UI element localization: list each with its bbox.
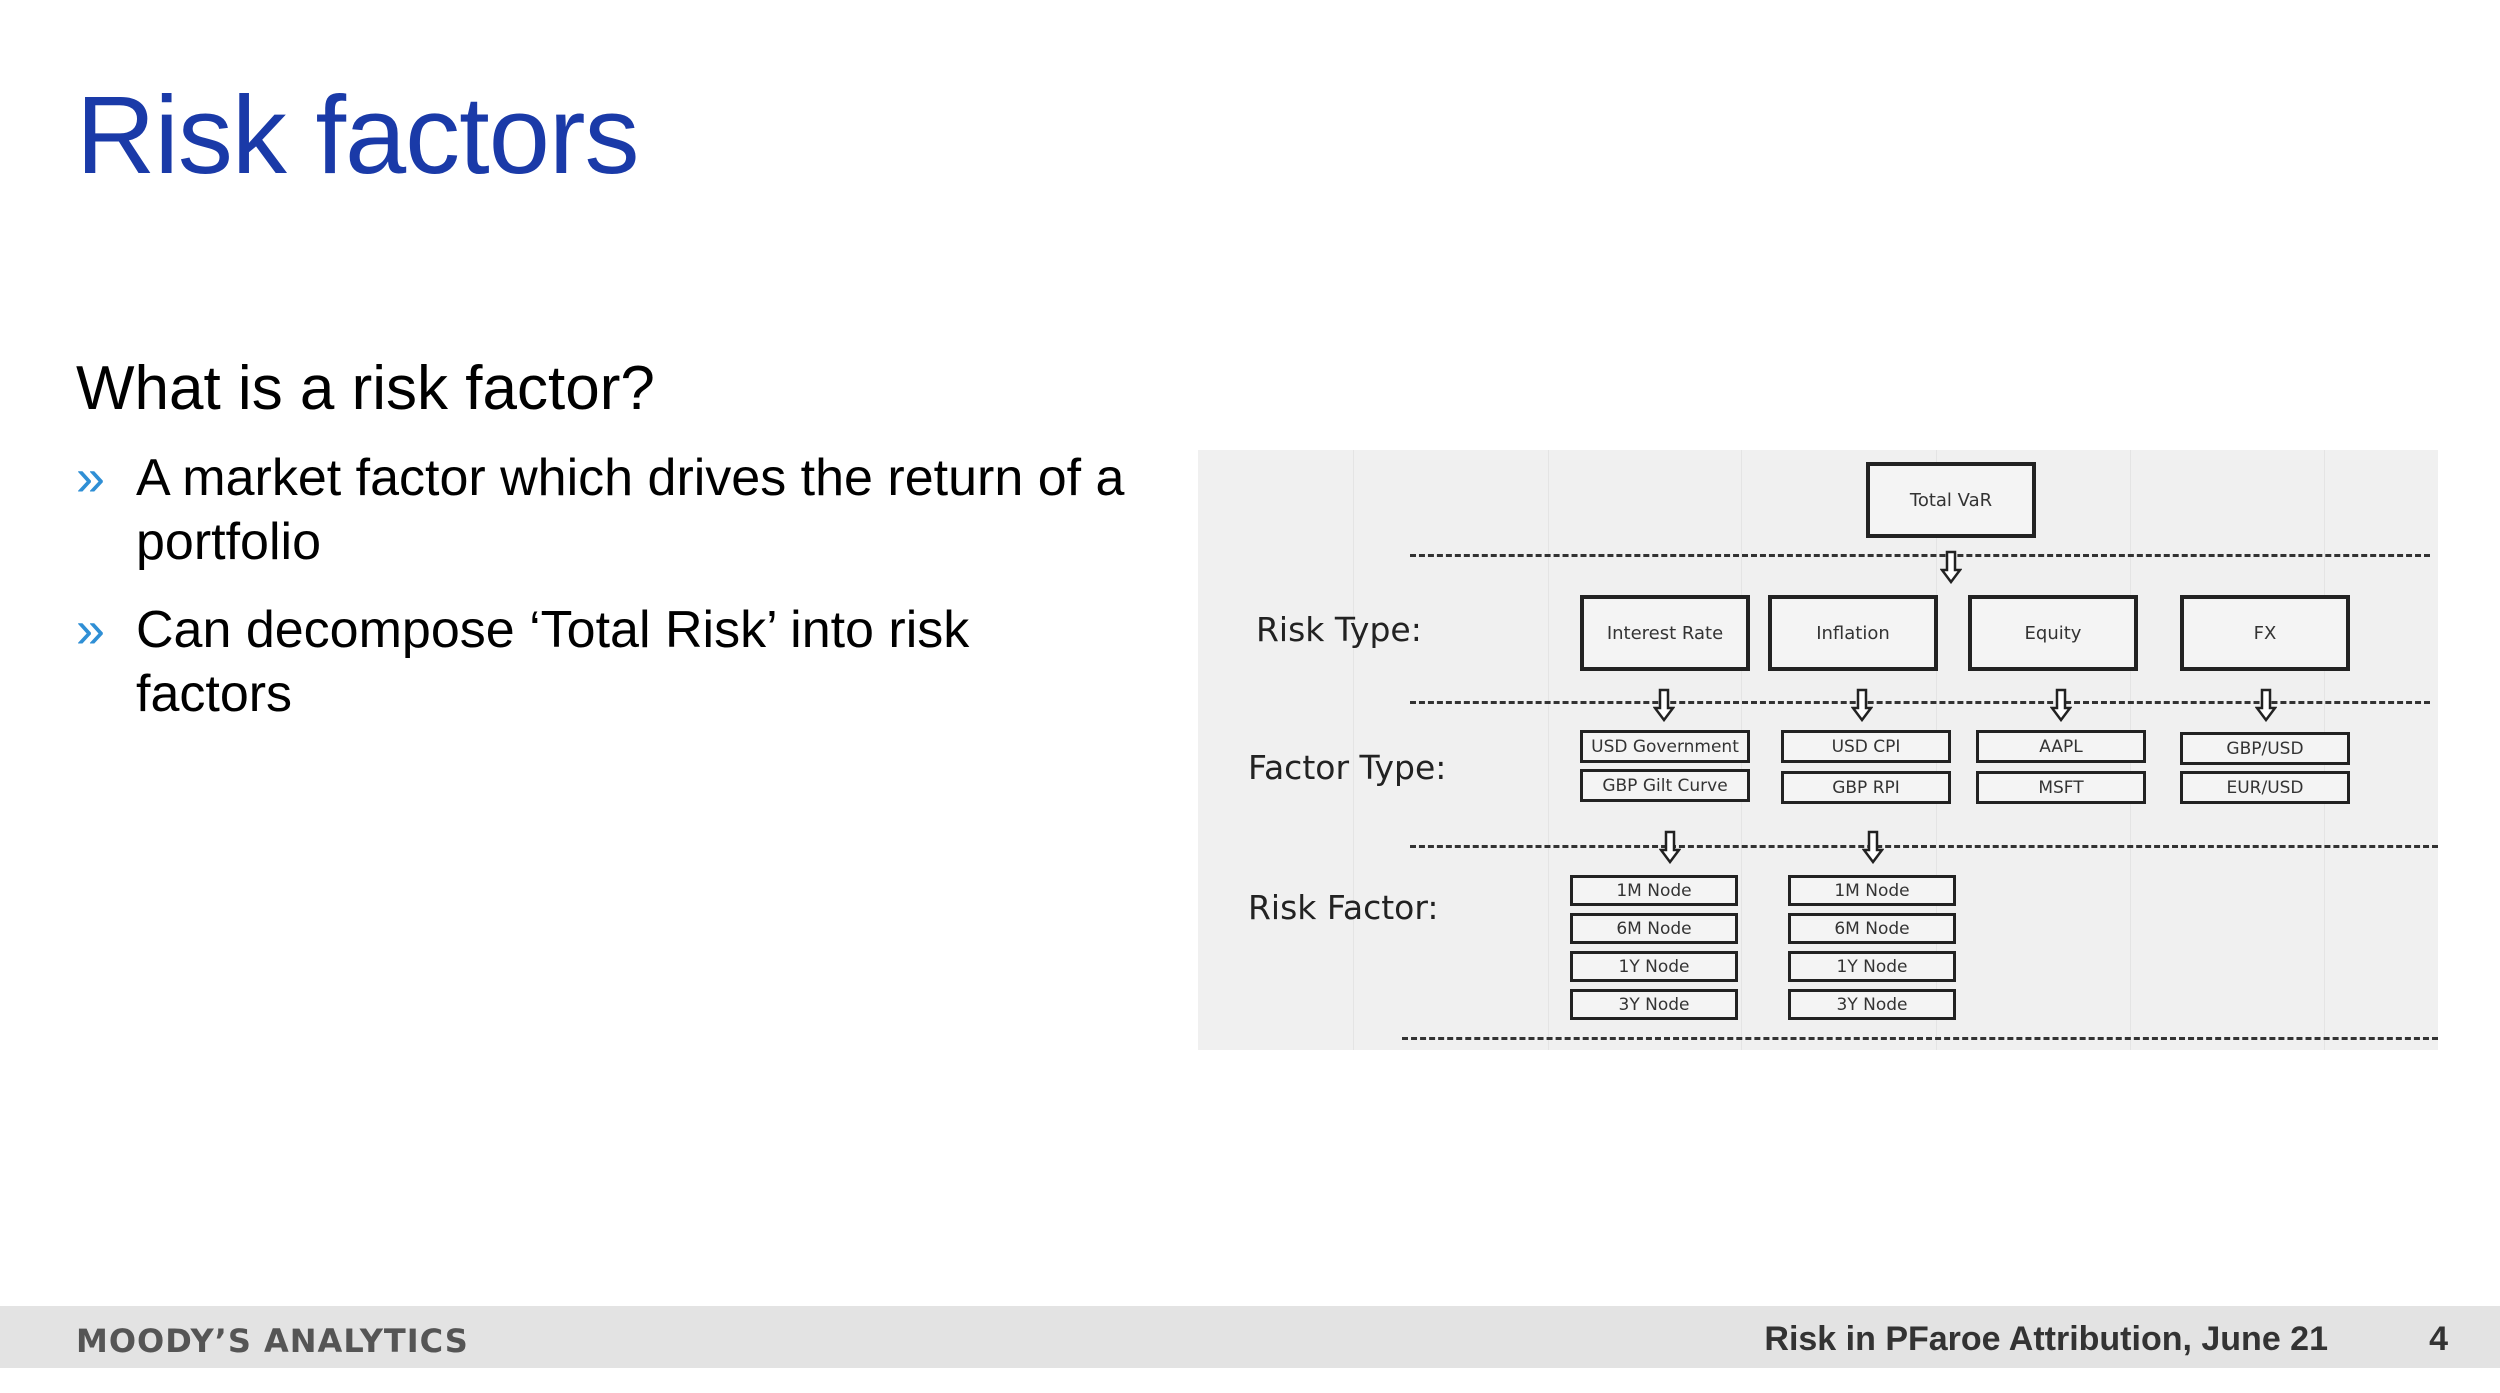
risk-factor-box: 1Y Node (1570, 951, 1738, 982)
risk-type-label: Risk Type: (1256, 610, 1422, 649)
risk-type-box: Equity (1968, 595, 2138, 671)
factor-type-box: USD CPI (1781, 730, 1951, 763)
bullet-line: factors (136, 665, 293, 723)
bullet-line: Can decompose ‘Total Risk’ into risk (136, 601, 970, 659)
arrow-down-icon (2255, 688, 2277, 722)
page-number: 4 (2429, 1320, 2448, 1358)
slide-subtitle: What is a risk factor? (76, 354, 655, 423)
risk-factor-box: 1Y Node (1788, 951, 1956, 982)
bullet-list: » A market factor which drives the retur… (76, 446, 1166, 750)
arrow-down-icon (1653, 688, 1675, 722)
chevron-right-icon: » (76, 601, 105, 659)
factor-type-box: MSFT (1976, 771, 2146, 804)
dashed-separator (1410, 554, 2430, 557)
grid-line (1353, 450, 1354, 1050)
bullet-line: portfolio (136, 513, 321, 571)
risk-type-box: FX (2180, 595, 2350, 671)
bullet-item: » A market factor which drives the retur… (76, 446, 1166, 574)
arrow-down-icon (1862, 830, 1884, 864)
risk-factor-box: 6M Node (1570, 913, 1738, 944)
chevron-right-icon: » (76, 449, 105, 507)
factor-type-box: GBP/USD (2180, 732, 2350, 765)
grid-line (1548, 450, 1549, 1050)
slide-title: Risk factors (76, 74, 640, 197)
dashed-separator (1410, 701, 2430, 704)
risk-factor-box: 3Y Node (1788, 989, 1956, 1020)
bullet-line: A market factor which drives the return … (136, 449, 1125, 507)
factor-type-box: GBP Gilt Curve (1580, 769, 1750, 802)
factor-type-box: AAPL (1976, 730, 2146, 763)
dashed-separator (1410, 845, 2438, 848)
factor-type-box: EUR/USD (2180, 771, 2350, 804)
risk-factor-box: 3Y Node (1570, 989, 1738, 1020)
bullet-item: » Can decompose ‘Total Risk’ into risk f… (76, 598, 1166, 726)
arrow-down-icon (2050, 688, 2072, 722)
factor-type-box: GBP RPI (1781, 771, 1951, 804)
factor-type-box: USD Government (1580, 730, 1750, 763)
risk-factor-box: 1M Node (1570, 875, 1738, 906)
arrow-down-icon (1659, 830, 1681, 864)
total-var-box: Total VaR (1866, 462, 2036, 538)
arrow-down-icon (1851, 688, 1873, 722)
risk-type-box: Inflation (1768, 595, 1938, 671)
dashed-separator (1402, 1037, 2438, 1040)
risk-factor-box: 1M Node (1788, 875, 1956, 906)
risk-factor-label: Risk Factor: (1248, 888, 1439, 927)
brand-logo: MOODY’S ANALYTICS (76, 1322, 469, 1360)
presentation-title: Risk in PFaroe Attribution, June 21 (1764, 1320, 2328, 1358)
footer-bar: MOODY’S ANALYTICS Risk in PFaroe Attribu… (0, 1306, 2500, 1368)
factor-type-label: Factor Type: (1248, 748, 1447, 787)
arrow-down-icon (1940, 550, 1962, 584)
risk-factor-box: 6M Node (1788, 913, 1956, 944)
risk-type-box: Interest Rate (1580, 595, 1750, 671)
risk-hierarchy-diagram: Total VaR Risk Type: Factor Type: Risk F… (1198, 450, 2438, 1050)
